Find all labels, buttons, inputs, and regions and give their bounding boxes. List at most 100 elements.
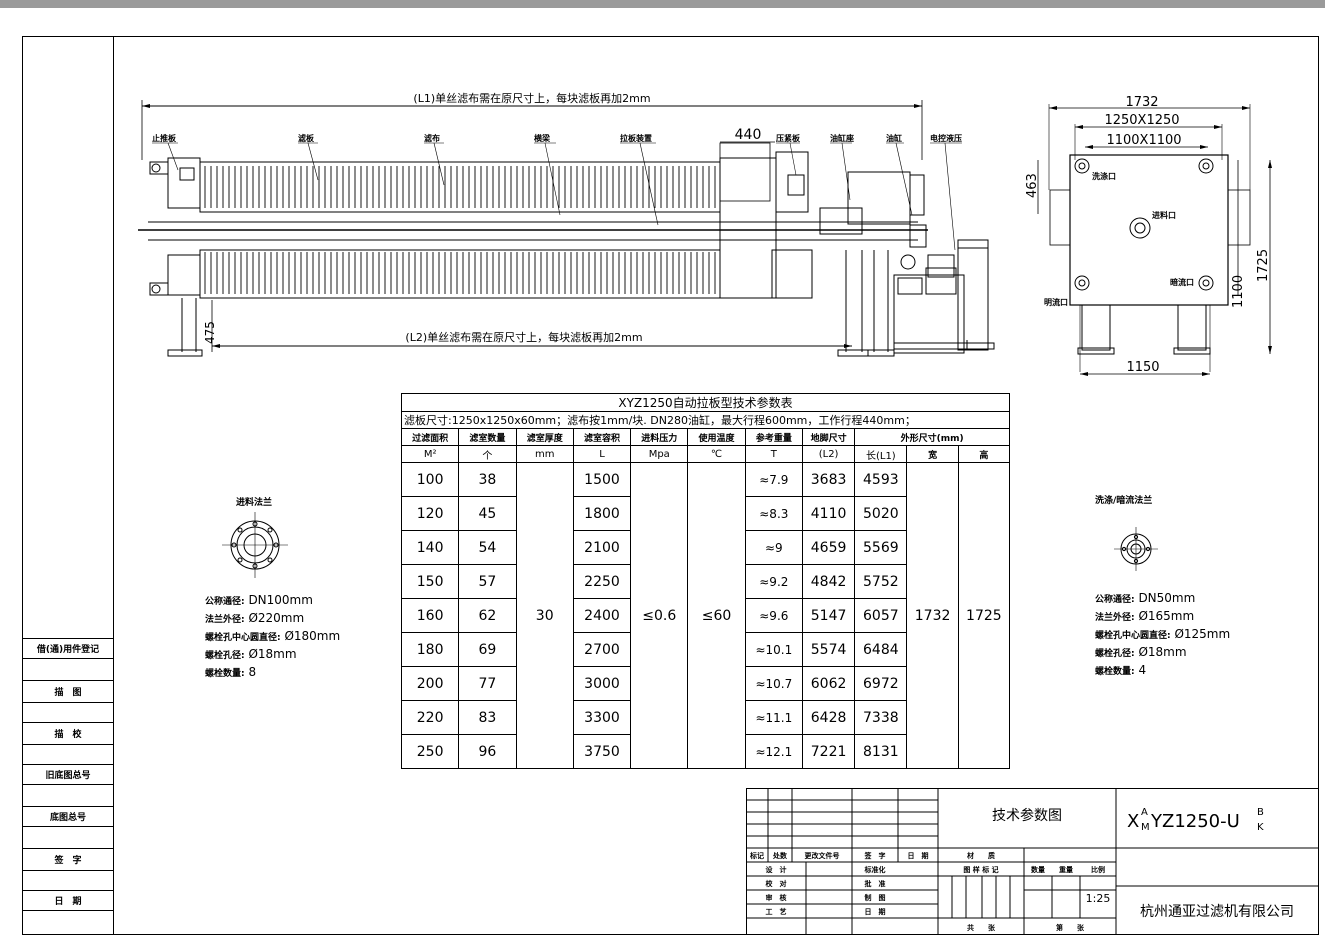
side-line (22, 910, 114, 911)
side-label: 描 校 (54, 730, 82, 740)
label-stop-plate: 止推板 (152, 133, 177, 143)
dim-1100-text: 1100 (1231, 275, 1246, 308)
cell: 1800 (572, 496, 632, 531)
cell: 7338 (854, 700, 908, 735)
label-bright-flow: 明流口 (1044, 297, 1068, 307)
cell: 4659 (801, 530, 856, 565)
tb-label: 签 字 (864, 851, 886, 860)
unit-cell: (L2) (801, 445, 856, 463)
inlet-flange-specs: 公称通径: DN100mm 法兰外径: Ø220mm 螺栓孔中心圆直径: Ø18… (205, 592, 340, 682)
cell: 5020 (854, 496, 908, 531)
unit-cell: 长(L1) (854, 445, 908, 463)
dim-475-text: 475 (203, 321, 217, 344)
cell: ≈12.1 (744, 734, 803, 769)
side-view: 1732 1250X1250 1100X1100 115 (1025, 95, 1272, 376)
table-subtitle: 滤板尺寸:1250x1250x60mm；滤布按1mm/块. DN280油缸，最大… (401, 411, 1010, 429)
side-label: 描 图 (54, 688, 82, 698)
dim-1150-text: 1150 (1126, 360, 1159, 375)
side-cell-base-no: 底图总号 (22, 806, 114, 826)
header-cell: 进料压力 (630, 428, 689, 446)
dim-l1-text: (L1)单丝滤布需在原尺寸上，每块滤板再加2mm (413, 91, 650, 105)
cell: 3000 (572, 666, 632, 701)
tb-total: 共 张 (967, 923, 996, 932)
tb-code-sub-m: M (1141, 822, 1150, 833)
cell: 38 (458, 462, 517, 497)
dim-l2-text: (L2)单丝滤布需在原尺寸上，每块滤板再加2mm (405, 330, 642, 344)
spec-line: 公称通径: DN100mm (205, 592, 340, 610)
cell: 3300 (572, 700, 632, 735)
tb-code-sup-a: A (1141, 807, 1148, 818)
cell: 6057 (854, 598, 908, 633)
stroke-box (719, 142, 771, 202)
table-row: 150 57 2250 ≈9.2 4842 5752 (400, 564, 1010, 599)
tb-qty: 数量 (1031, 865, 1045, 874)
cell: 8131 (854, 734, 908, 769)
label-electro-hydraulic: 电控液压 (930, 133, 962, 143)
cell: 140 (400, 530, 460, 565)
cell: 77 (458, 666, 517, 701)
spec-key: 法兰外径: (1095, 613, 1135, 623)
cell: ≈7.9 (744, 462, 803, 497)
cell-pressure: ≤0.6 (630, 462, 689, 769)
unit-cell: 高 (957, 445, 1011, 463)
header-cell: 参考重量 (744, 428, 803, 446)
cell: 3750 (572, 734, 632, 769)
label-cylinder: 油缸 (886, 133, 902, 143)
unit-cell: Mpa (630, 445, 689, 463)
tb-mark: 图 样 标 记 (963, 865, 998, 874)
side-label: 借(通)用件登记 (36, 645, 100, 655)
unit-cell: 个 (458, 445, 517, 463)
header-cell: 使用温度 (687, 428, 746, 446)
unit-cell: M² (400, 445, 460, 463)
cell: 7221 (801, 734, 856, 769)
spec-value: DN100mm (248, 593, 313, 607)
label-cylinder-seat: 油缸座 (830, 133, 854, 143)
side-cell-sign: 签 字 (22, 848, 114, 870)
side-label: 签 字 (54, 856, 82, 866)
wash-flange-title: 洗涤/暗流法兰 (1095, 496, 1153, 506)
tb-sheet: 第 张 (1056, 923, 1085, 932)
top-bar (0, 0, 1325, 8)
side-cell-old-no: 旧底图总号 (22, 764, 114, 784)
inlet-flange-drawing (222, 512, 288, 578)
spec-key: 螺栓孔径: (205, 651, 245, 661)
tb-ratio: 比例 (1091, 865, 1105, 874)
cell: ≈11.1 (744, 700, 803, 735)
header-cell: 过滤面积 (400, 428, 460, 446)
tb-label: 制 图 (865, 893, 886, 902)
cell-temperature: ≤60 (687, 462, 746, 769)
side-label: 旧底图总号 (45, 771, 91, 781)
cell: 62 (458, 598, 517, 633)
arrow (844, 344, 852, 348)
unit-cell: ℃ (687, 445, 746, 463)
cell: 6428 (801, 700, 856, 735)
spec-key: 法兰外径: (205, 615, 245, 625)
cell: 100 (400, 462, 460, 497)
spec-key: 螺栓数量: (205, 669, 245, 679)
label-inlet-port: 进料口 (1152, 210, 1176, 220)
dim-1732-text: 1732 (1125, 95, 1158, 110)
spec-line: 螺栓孔中心圆直径: Ø180mm (205, 628, 340, 646)
table-row: 100 38 30 1500 ≤0.6 ≤60 ≈7.9 3683 4593 1… (400, 462, 1011, 769)
cell: 57 (458, 564, 517, 599)
tb-material: 材 质 (966, 851, 995, 860)
table-row: 180 69 2700 ≈10.1 5574 6484 (400, 632, 1010, 667)
cell: 160 (400, 598, 460, 633)
tb-label: 日 期 (865, 907, 886, 916)
tb-label: 标准化 (864, 865, 886, 874)
cell: 2250 (572, 564, 632, 599)
cell-width: 1732 (906, 462, 959, 769)
table-header-row: 过滤面积 滤室数量 滤室厚度 滤室容积 进料压力 使用温度 参考重量 地脚尺寸 … (400, 428, 1010, 446)
spec-value: Ø18mm (248, 647, 297, 661)
tb-drawing-name: 技术参数图 (992, 807, 1062, 824)
side-label: 日 期 (54, 897, 82, 907)
tb-company: 杭州通亚过滤机有限公司 (1140, 904, 1294, 920)
machine-body (138, 151, 995, 357)
spec-value: 4 (1138, 663, 1147, 677)
spec-line: 螺栓数量: 4 (1095, 662, 1230, 680)
tb-label: 审 核 (766, 893, 787, 902)
spec-key: 螺栓孔中心圆直径: (205, 633, 281, 643)
spec-key: 螺栓孔径: (1095, 649, 1135, 659)
tb-drawing-no: X A M YZ1250-U B K (1127, 807, 1264, 833)
dim-440-text: 440 (735, 127, 762, 143)
